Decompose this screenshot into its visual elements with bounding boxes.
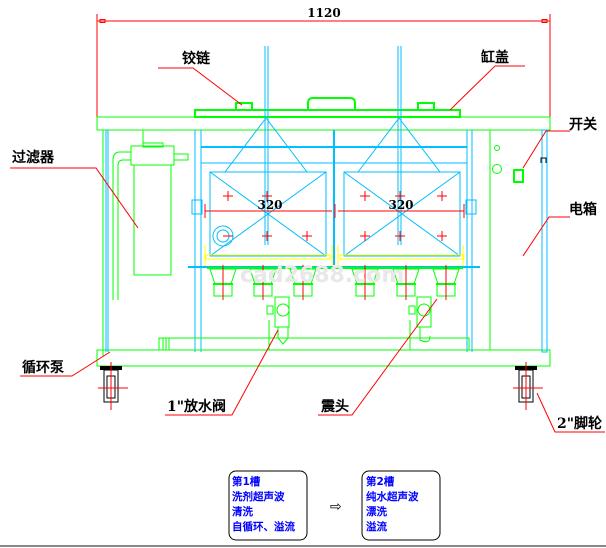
circulation-pipe <box>158 320 470 351</box>
tank-2-basket <box>343 171 461 257</box>
caster-right <box>513 362 543 410</box>
label-caster: 2"脚轮 <box>557 415 602 432</box>
transducers <box>209 265 460 300</box>
tank-1-width-label: 320 <box>257 198 282 212</box>
filter-unit <box>112 130 189 300</box>
tank-dimensions: 320 320 <box>204 198 465 218</box>
process-step-1: 第1槽 洗剂超声波 清洗 自循环、溢流 <box>228 470 308 541</box>
step-1-line-4: 自循环、溢流 <box>232 520 295 533</box>
overall-dimension: 1120 <box>96 6 551 118</box>
process-arrow-icon: ⇨ <box>330 499 342 515</box>
label-transducer: 震头 <box>320 398 349 415</box>
leader-lines <box>10 65 605 433</box>
tank-2-width-label: 320 <box>388 198 413 212</box>
label-switch: 开关 <box>569 116 597 133</box>
step-2-line-2: 纯水超声波 <box>366 490 419 503</box>
basket-hangers <box>224 46 441 265</box>
tank-1-basket <box>209 171 327 257</box>
step-2-line-4: 溢流 <box>366 520 387 533</box>
label-hinge: 铰链 <box>182 50 211 67</box>
drain-valves <box>266 296 432 345</box>
trays <box>204 245 465 266</box>
overall-width-label: 1120 <box>307 6 340 20</box>
label-circulation-pump: 循环泵 <box>22 359 64 376</box>
basket-markers <box>223 191 447 241</box>
electric-box-details <box>492 145 547 183</box>
step-2-line-3: 漂洗 <box>366 505 387 518</box>
step-1-line-3: 清洗 <box>232 505 253 518</box>
process-step-2: 第2槽 纯水超声波 漂洗 溢流 <box>361 470 441 541</box>
watermark: cad2688.com <box>240 263 404 288</box>
step-2-line-1: 第2槽 <box>366 475 395 488</box>
cabinet-frame <box>96 116 551 367</box>
step-1-line-1: 第1槽 <box>232 475 261 488</box>
label-tank-cover: 缸盖 <box>481 49 509 66</box>
label-drain-valve: 1"放水阀 <box>167 398 226 415</box>
label-filter: 过滤器 <box>12 149 55 166</box>
side-clamps <box>191 199 477 215</box>
caster-left <box>98 362 128 410</box>
step-1-line-2: 洗剂超声波 <box>232 490 285 503</box>
label-electrical-box: 电箱 <box>569 201 597 218</box>
